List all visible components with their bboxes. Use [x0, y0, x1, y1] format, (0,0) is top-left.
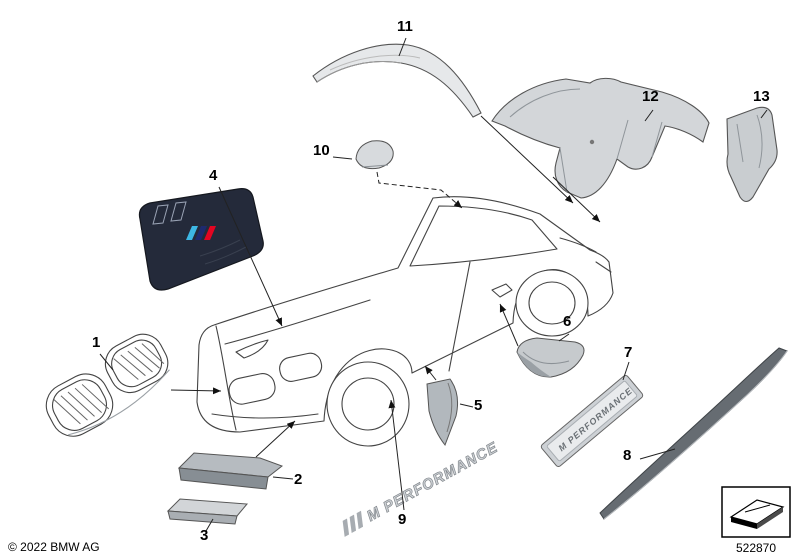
sill-plate-text: M PERFORMANCE: [556, 385, 634, 453]
callout-1[interactable]: 1: [92, 334, 101, 351]
part-front-corner-trim: [177, 452, 284, 490]
copyright-notice: © 2022 BMW AG: [8, 540, 100, 554]
callout-12[interactable]: 12: [642, 88, 659, 105]
part-diffuser-side-trim: [726, 106, 778, 203]
grille-slats: [53, 343, 165, 425]
callout-4[interactable]: 4: [209, 167, 218, 184]
car-kidney-grilles: [228, 352, 323, 405]
leader-13: [760, 109, 768, 119]
callout-9[interactable]: 9: [398, 511, 407, 528]
trunk-line: [559, 237, 597, 253]
rear-light-line: [595, 261, 612, 273]
leader-10-dashed: [376, 171, 463, 209]
car-outline: [196, 196, 614, 447]
callout-5[interactable]: 5: [474, 397, 483, 414]
callout-10[interactable]: 10: [313, 142, 330, 159]
part-rear-diffuser: [491, 77, 710, 199]
leader-6-mount: [499, 303, 519, 347]
part-front-grille: [45, 333, 170, 437]
side-glass: [409, 205, 558, 267]
headlight: [235, 339, 269, 359]
leader-11: [398, 37, 407, 57]
grille-shadow: [68, 369, 170, 436]
m-slash: [349, 514, 357, 534]
leader-12-mount: [552, 176, 601, 223]
leader-2-mount: [255, 420, 296, 458]
part-side-flick: [426, 378, 458, 447]
m-stripe-dark-blue: [195, 226, 207, 240]
callout-13[interactable]: 13: [753, 88, 770, 105]
front-face-line: [215, 325, 237, 431]
callout-3[interactable]: 3: [200, 527, 209, 544]
door-shut-line: [448, 261, 471, 372]
engine-cover-slot: [152, 204, 169, 225]
front-intake: [211, 413, 319, 419]
part-rear-spoiler: [312, 43, 482, 118]
leader-5-mount: [424, 365, 437, 381]
leader-4-mount: [218, 186, 283, 327]
leader-1: [99, 353, 114, 371]
m-slash: [342, 518, 350, 537]
engine-cover-ribs: [199, 239, 247, 265]
leader-1-mount: [170, 387, 222, 395]
callout-6[interactable]: 6: [563, 313, 572, 330]
m-stripe-red: [204, 226, 216, 240]
diagram-number: 522870: [735, 541, 777, 555]
leader-5: [459, 403, 474, 408]
m-slash: [356, 510, 364, 530]
foldout-icon: [721, 486, 791, 538]
engine-cover-slot: [170, 201, 187, 222]
leader-2: [272, 476, 294, 480]
front-wheel-inner: [341, 377, 395, 431]
part-mirror-cap: [516, 337, 585, 378]
leader-12: [644, 109, 654, 122]
leader-3: [205, 518, 214, 532]
leader-lines: [99, 37, 768, 532]
side-decal-text: M PERFORMANCE: [364, 439, 501, 525]
part-engine-cover: [138, 188, 264, 291]
rear-wheel-inner: [528, 281, 576, 325]
callout-2[interactable]: 2: [294, 471, 303, 488]
car-mirror: [491, 283, 513, 298]
m-stripe-light-blue: [186, 226, 198, 240]
part-front-trim-strip: [166, 498, 249, 525]
callout-8[interactable]: 8: [623, 447, 632, 464]
callout-11[interactable]: 11: [397, 18, 413, 35]
leader-10: [332, 156, 353, 160]
leader-11-mount: [480, 115, 574, 204]
part-side-decal: M PERFORMANCE: [342, 438, 501, 537]
callout-7[interactable]: 7: [624, 344, 633, 361]
diffuser-bolt: [589, 139, 595, 145]
leader-7: [622, 361, 630, 381]
part-roof-sensor-cover: [355, 140, 394, 170]
leader-8: [639, 448, 676, 460]
leader-9-mount: [388, 399, 405, 511]
part-side-skirt-blade: [599, 347, 788, 520]
leader-6: [558, 333, 570, 342]
hood-crease: [224, 299, 371, 345]
